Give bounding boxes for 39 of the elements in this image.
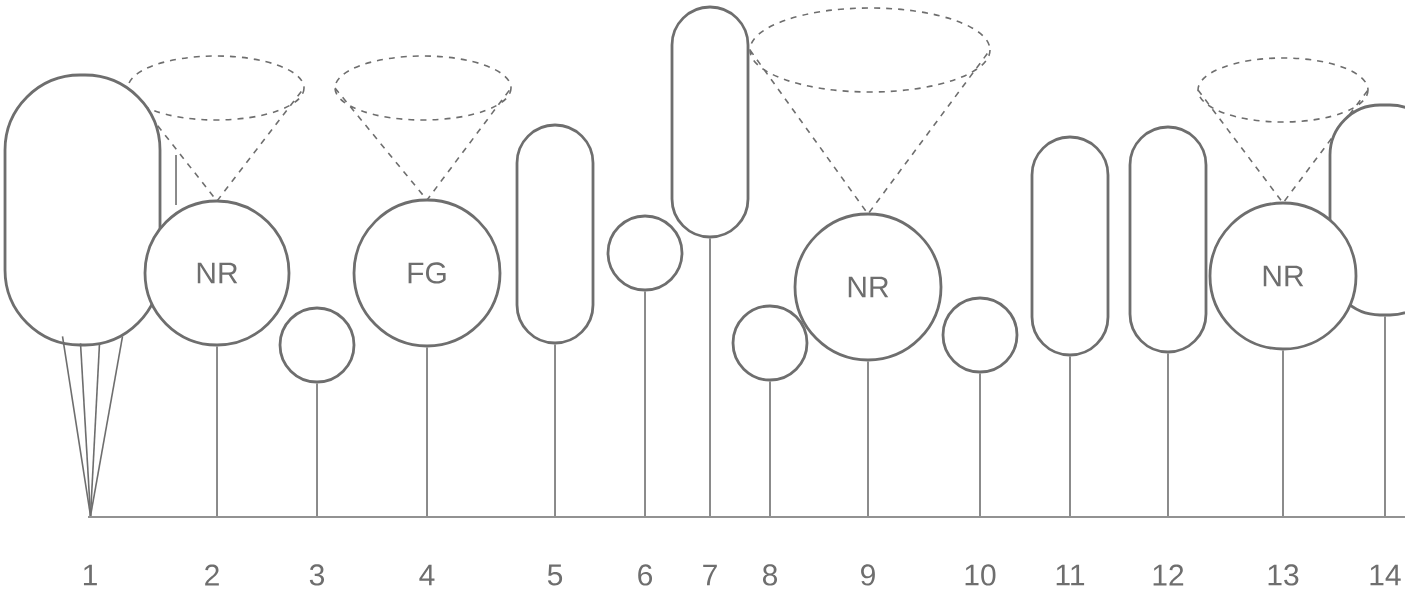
stalk-line bbox=[426, 346, 428, 517]
stalk-number: 5 bbox=[547, 564, 563, 586]
stalk-line bbox=[554, 343, 556, 517]
stalk-number: 10 bbox=[965, 564, 996, 586]
stalk-line bbox=[89, 335, 124, 517]
stalk-number: 7 bbox=[703, 564, 717, 586]
stalk-number: 14 bbox=[1370, 564, 1401, 586]
circle-shape bbox=[731, 304, 809, 382]
stalk-number: 6 bbox=[638, 564, 653, 586]
stalk-line bbox=[1282, 349, 1284, 517]
circle-shape bbox=[606, 214, 684, 292]
stalk-number: 13 bbox=[1268, 564, 1299, 586]
circle-shape bbox=[941, 296, 1019, 374]
stalk-number: 4 bbox=[419, 564, 435, 586]
stalk-line bbox=[1069, 355, 1071, 517]
stalk-number: 9 bbox=[861, 564, 875, 586]
capsule-shape bbox=[1128, 125, 1208, 354]
stalk-line bbox=[61, 335, 92, 517]
stalk-number: 3 bbox=[309, 564, 325, 586]
stalk-line bbox=[1384, 315, 1386, 517]
capsule-shape bbox=[670, 5, 750, 239]
stalk-line bbox=[316, 382, 318, 517]
baseline bbox=[88, 516, 1405, 518]
stalk-line bbox=[709, 237, 711, 517]
stalk-number: 12 bbox=[1153, 564, 1184, 586]
stalk-number: 1 bbox=[83, 564, 97, 586]
circle-shape bbox=[278, 306, 356, 384]
capsule-shape bbox=[515, 123, 595, 345]
stalk-line bbox=[1167, 352, 1169, 517]
stalk-number: 2 bbox=[205, 564, 219, 586]
capsule-shape bbox=[1030, 135, 1110, 357]
stalk-line bbox=[769, 380, 771, 517]
stalk-number: 11 bbox=[1056, 564, 1085, 586]
stalk-line bbox=[979, 372, 981, 517]
capsule-shape bbox=[3, 73, 162, 347]
stalk-line bbox=[216, 345, 218, 517]
stalk-number: 8 bbox=[763, 564, 778, 586]
stalk-line bbox=[644, 290, 646, 517]
stalk-line bbox=[867, 360, 869, 517]
